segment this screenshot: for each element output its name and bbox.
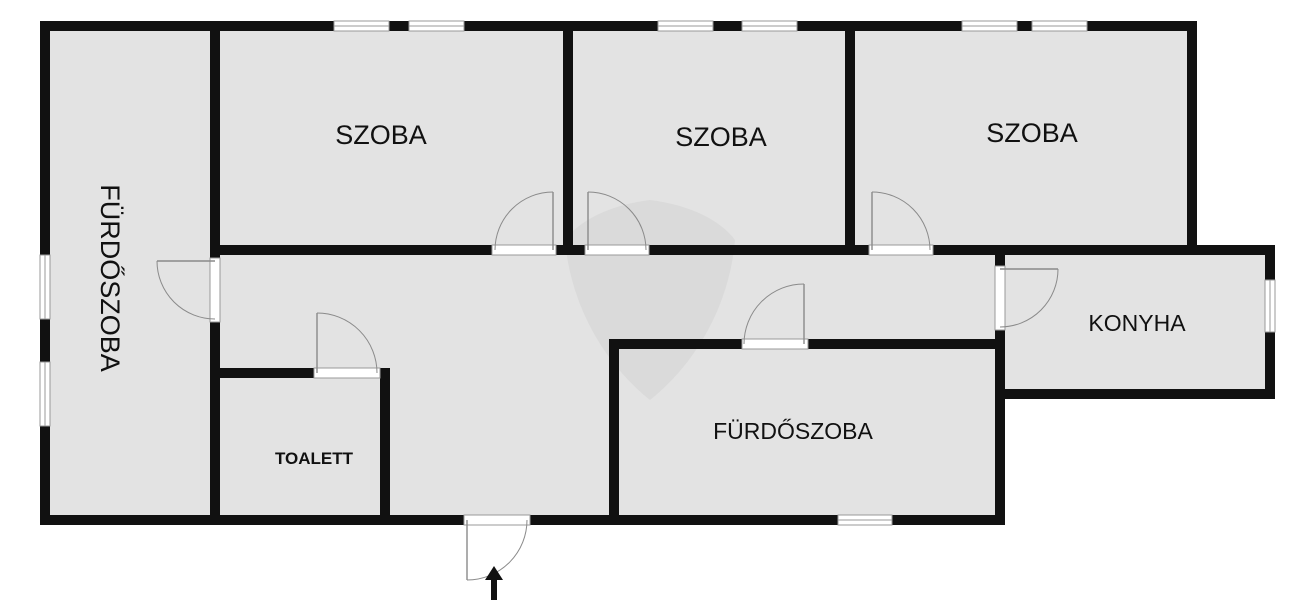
room-label-szoba-3: SZOBA	[986, 118, 1078, 148]
room-label-konyha: KONYHA	[1088, 310, 1186, 336]
room-label-furdoszoba-center: FÜRDŐSZOBA	[713, 418, 873, 444]
windows	[39, 20, 1276, 526]
entrance-arrow-icon	[485, 566, 503, 600]
room-label-szoba-2: SZOBA	[675, 122, 767, 152]
room-label-furdoszoba-left: FÜRDŐSZOBA	[95, 184, 126, 372]
room-label-szoba-1: SZOBA	[335, 120, 427, 150]
floor-fills	[45, 26, 1270, 520]
room-label-toalett: TOALETT	[275, 449, 354, 468]
doors	[156, 191, 1059, 581]
